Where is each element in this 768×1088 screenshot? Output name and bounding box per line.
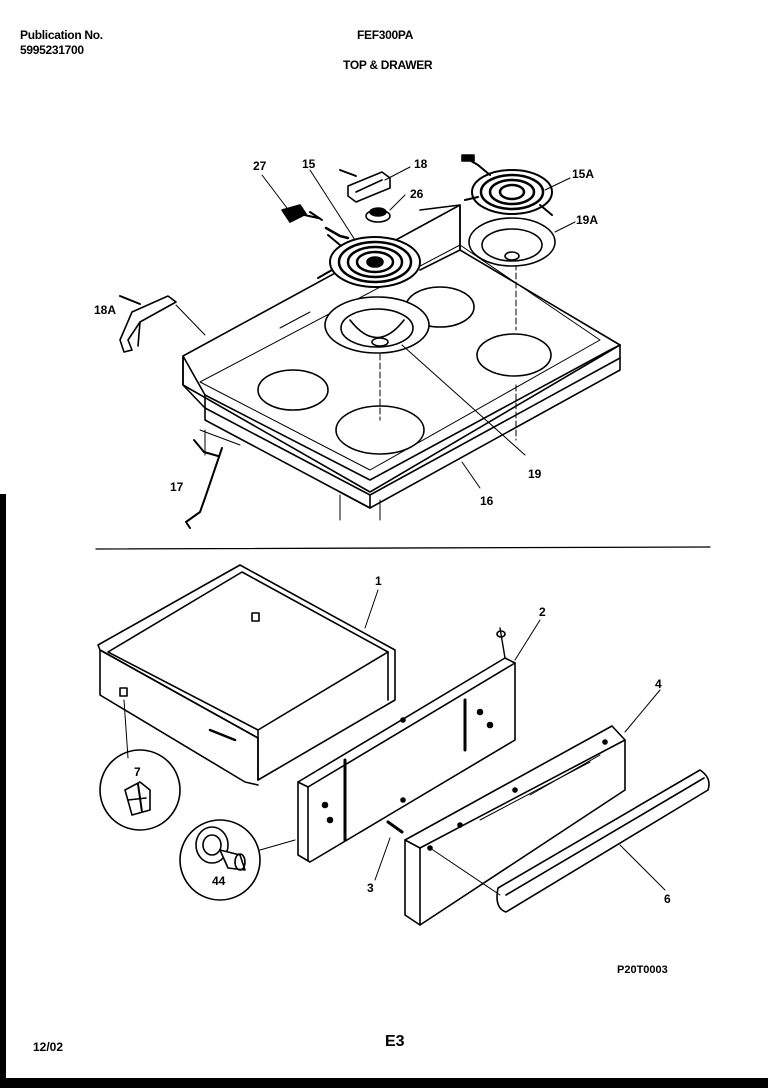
front-panel-4 [404,689,661,926]
label-19a: 19A [576,213,598,227]
label-16: 16 [480,494,494,508]
publication-label: Publication No. [20,28,103,42]
callout-circle-44 [179,819,296,901]
figure-code: P20T0003 [617,964,668,976]
publication-number: 5995231700 [20,43,84,57]
label-17: 17 [170,480,184,494]
drawer-body-1 [97,564,396,786]
label-15: 15 [302,157,316,171]
terminal-27 [281,204,350,240]
label-6: 6 [664,892,671,906]
grommet-26 [365,207,391,223]
label-27: 27 [253,159,267,173]
label-2: 2 [539,605,546,619]
label-18: 18 [414,157,428,171]
surface-element-15a [461,154,553,216]
callout-circle-7 [99,699,181,831]
wire-clip-17 [185,429,341,529]
revision-date: 12/02 [33,1040,64,1054]
label-26: 26 [410,187,424,201]
model-number: FEF300PA [357,28,414,42]
scan-edge-left [0,494,6,1088]
section-title: TOP & DRAWER [343,58,433,72]
surface-element-15 [317,234,421,288]
bracket-18a [119,295,206,353]
label-44: 44 [212,874,226,888]
scan-edge-bottom [0,1078,768,1088]
receptacle-18 [339,169,391,203]
drip-bowl-19 [324,296,430,354]
label-19: 19 [528,467,542,481]
screw-3 [374,820,404,881]
drip-bowl-19a [468,217,556,267]
handle-6 [429,769,710,913]
drawer-front-panel-2 [297,619,541,863]
label-7: 7 [134,765,141,779]
label-1: 1 [375,574,382,588]
page-code: E3 [385,1033,405,1050]
label-18a: 18A [94,303,116,317]
label-4: 4 [655,677,662,691]
label-15a: 15A [572,167,594,181]
label-3: 3 [367,881,374,895]
